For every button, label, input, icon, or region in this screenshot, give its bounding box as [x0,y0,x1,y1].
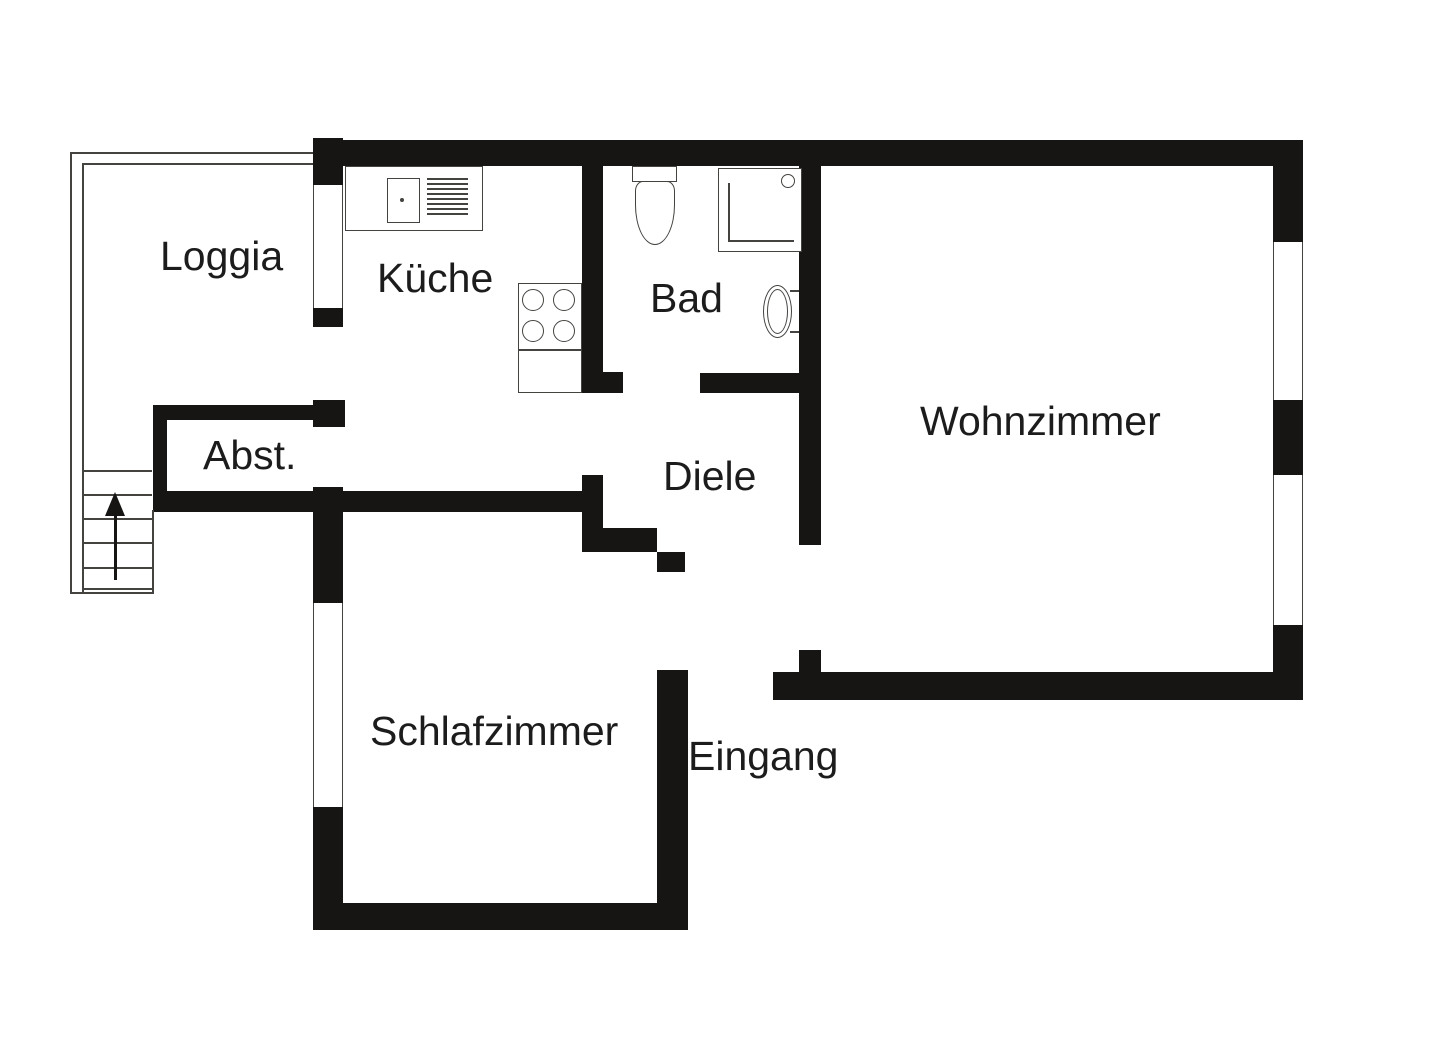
drainer-line [427,208,468,210]
drainer-line [427,213,468,215]
parapet-outer-top-line [70,152,313,154]
wall-wohnzimmer-bottom [773,672,1303,700]
wall-abst-bottom [153,491,603,512]
wall-bad-right-stub [799,650,821,672]
wall-schlafzimmer-bottom [313,903,688,930]
parapet-inner-top-line [82,163,313,165]
wall-junction-block [313,487,343,512]
stairs-arrow-stem [114,508,117,580]
drainer-line [427,188,468,190]
wall-abst-top-block [313,400,345,427]
wall-diele-step-vertical [582,475,603,532]
washbasin-bracket-bottom [790,331,799,333]
parapet-outer-left-line [70,152,72,594]
wall-abst-top [153,405,345,420]
shower-inner-line-h [728,240,794,242]
wall-eingang [657,670,688,930]
loggia-window [313,185,343,308]
parapet-bottom-outer-line [70,592,152,594]
wall-abst-left [153,405,167,510]
wall-right-middle [1273,400,1303,475]
wohnzimmer-window-lower [1273,475,1303,625]
room-label-loggia: Loggia [160,233,284,279]
wall-schlafzimmer-left-lower [313,807,343,903]
stair-tread-5 [82,567,152,569]
wall-bad-bottom [700,373,821,393]
stairs-arrow-head-icon [105,492,125,516]
shower-inner-line-v [728,183,730,242]
wall-right-upper [1273,140,1303,242]
stair-tread-3 [82,518,152,520]
room-label-diele: Diele [663,453,757,499]
parapet-bottom-inner-line [82,588,152,590]
room-label-eingang: Eingang [688,733,839,779]
washbasin-bracket-top [790,290,799,292]
wall-kueche-bad-foot [582,372,623,393]
stairs-right-edge-line [152,510,154,594]
shower-tray-icon [718,168,802,252]
wall-loggia-upper [313,138,343,185]
wall-top [313,140,1303,166]
room-label-schlafzimmer: Schlafzimmer [370,708,619,754]
room-label-bad: Bad [650,275,723,321]
stair-tread-1 [82,470,152,472]
four-burner-stove-icon [518,283,582,350]
drainer-line [427,198,468,200]
wall-bad-right [799,166,821,545]
drainer-line [427,183,468,185]
washbasin-inner [767,289,788,334]
stair-tread-4 [82,542,152,544]
parapet-inner-left-line [82,163,84,594]
wall-kueche-bad [582,140,603,372]
burner [553,289,575,311]
toilet-bowl [635,181,675,245]
drainer-line [427,203,468,205]
toilet-icon [632,166,677,182]
drainer-line [427,193,468,195]
room-label-kueche: Küche [377,255,494,301]
room-label-abstellraum: Abst. [203,432,297,478]
burner [522,289,544,311]
wohnzimmer-window-upper [1273,242,1303,400]
room-label-wohnzimmer: Wohnzimmer [920,398,1161,444]
wall-diele-step-horizontal [582,528,657,552]
kitchen-sink-drain-dot [400,198,404,202]
burner [553,320,575,342]
burner [522,320,544,342]
drainer-line [427,178,468,180]
kitchen-counter-lower [518,350,582,393]
shower-drain [781,174,795,188]
wall-loggia-lower [313,308,343,327]
wall-schlafzimmer-left-upper [313,512,343,603]
wall-diele-step-block [657,552,685,572]
schlafzimmer-window [313,603,343,807]
